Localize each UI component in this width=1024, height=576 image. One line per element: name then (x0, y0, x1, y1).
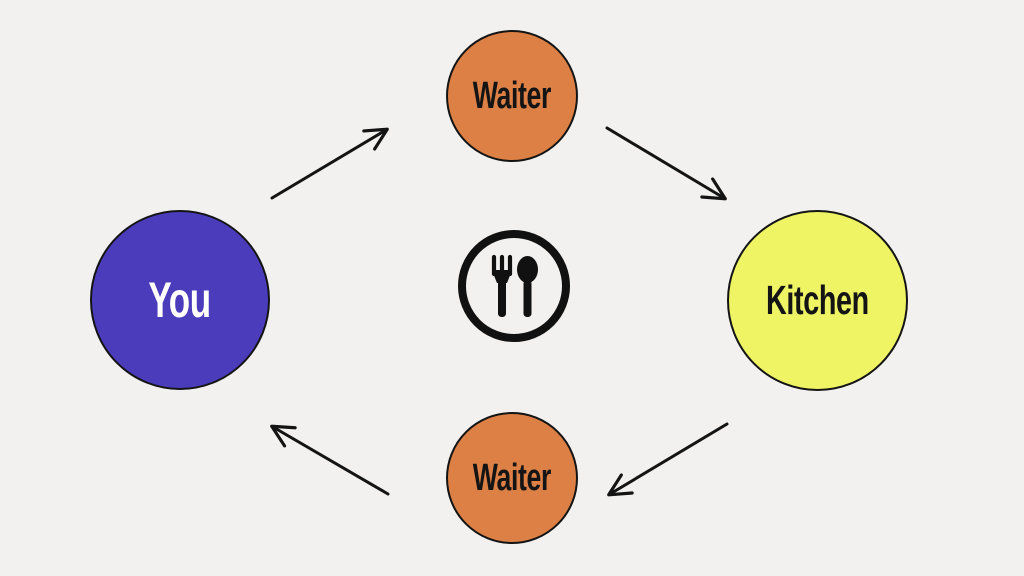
node-waiter-top: Waiter (446, 30, 578, 162)
arrow-waiter-top-to-kitchen (605, 126, 727, 201)
node-kitchen: Kitchen (727, 210, 908, 391)
node-waiter-top-label: Waiter (472, 75, 552, 117)
spoon-handle (523, 280, 532, 317)
arrow-you-to-waiter-top (270, 127, 389, 200)
node-you-label: You (148, 272, 212, 328)
fork-handle (498, 279, 506, 317)
arrow-kitchen-to-waiter-bottom (607, 422, 729, 497)
node-you: You (90, 210, 270, 390)
spoon-bowl (517, 256, 538, 283)
node-waiter-bottom: Waiter (446, 412, 578, 544)
arrow-waiter-bottom-to-you (270, 424, 390, 496)
node-waiter-bottom-label: Waiter (472, 457, 552, 499)
node-kitchen-label: Kitchen (766, 277, 869, 323)
plate-ring (458, 230, 570, 342)
fork-and-spoon-icon (457, 229, 571, 343)
fork-bridge (491, 270, 513, 283)
